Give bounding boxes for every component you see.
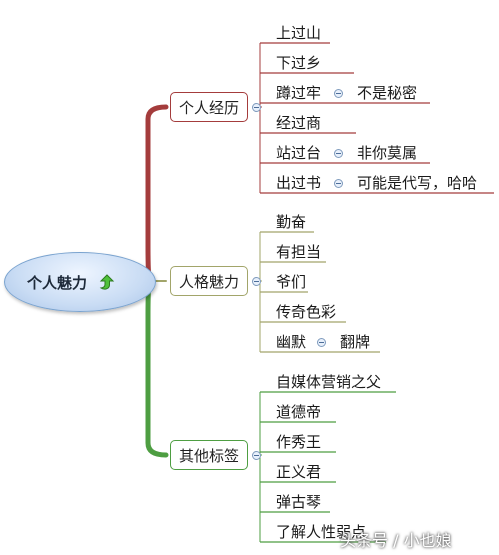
leaf-node[interactable]: 了解人性弱点 xyxy=(276,523,367,541)
leaf-node[interactable]: 上过山 xyxy=(276,24,322,42)
leaf-connector xyxy=(259,422,262,456)
leaf-node[interactable]: 出过书 xyxy=(276,174,322,192)
sub-leaf-node[interactable]: 非你莫属 xyxy=(357,144,418,162)
root-node[interactable] xyxy=(4,252,156,312)
category-node[interactable]: 人格魅力 xyxy=(170,266,249,296)
leaf-node[interactable]: 勤奋 xyxy=(276,213,307,231)
collapse-icon[interactable] xyxy=(317,338,326,347)
leaf-node[interactable]: 作秀王 xyxy=(276,433,322,451)
collapse-icon[interactable] xyxy=(334,179,343,188)
collapse-icon[interactable] xyxy=(252,277,261,286)
collapse-icon[interactable] xyxy=(334,89,343,98)
collapse-icon[interactable] xyxy=(334,149,343,158)
leaf-node[interactable]: 道德帝 xyxy=(276,403,322,421)
branch-root-to-3 xyxy=(145,278,169,458)
leaf-node[interactable]: 弹古琴 xyxy=(276,493,322,511)
leaf-connector xyxy=(259,106,262,193)
leaf-node[interactable]: 站过台 xyxy=(276,144,322,162)
category-node[interactable]: 个人经历 xyxy=(170,92,249,122)
leaf-node[interactable]: 自媒体营销之父 xyxy=(276,373,382,391)
leaf-node[interactable]: 下过乡 xyxy=(276,54,322,72)
sub-leaf-node[interactable]: 翻牌 xyxy=(340,333,371,351)
root-label: 个人魅力 xyxy=(27,274,88,292)
category-node[interactable]: 其他标签 xyxy=(170,440,249,470)
collapse-icon[interactable] xyxy=(252,451,261,460)
leaf-node[interactable]: 经过商 xyxy=(276,114,322,132)
sub-leaf-node[interactable]: 不是秘密 xyxy=(357,84,418,102)
leaf-node[interactable]: 有担当 xyxy=(276,243,322,261)
leaf-node[interactable]: 正义君 xyxy=(276,463,322,481)
watermark: 头条号 / 小也娘 xyxy=(340,531,452,550)
leaf-connector xyxy=(259,454,262,542)
branch-root-to-1 xyxy=(145,104,169,284)
leaf-node[interactable]: 爷们 xyxy=(276,273,307,291)
green-up-arrow-icon xyxy=(99,274,115,290)
collapse-icon[interactable] xyxy=(252,103,261,112)
leaf-node[interactable]: 传奇色彩 xyxy=(276,303,337,321)
leaf-node[interactable]: 蹲过牢 xyxy=(276,84,322,102)
leaf-node[interactable]: 幽默 xyxy=(276,333,307,351)
sub-leaf-node[interactable]: 可能是代写，哈哈 xyxy=(357,174,478,192)
leaf-connector xyxy=(259,73,262,108)
